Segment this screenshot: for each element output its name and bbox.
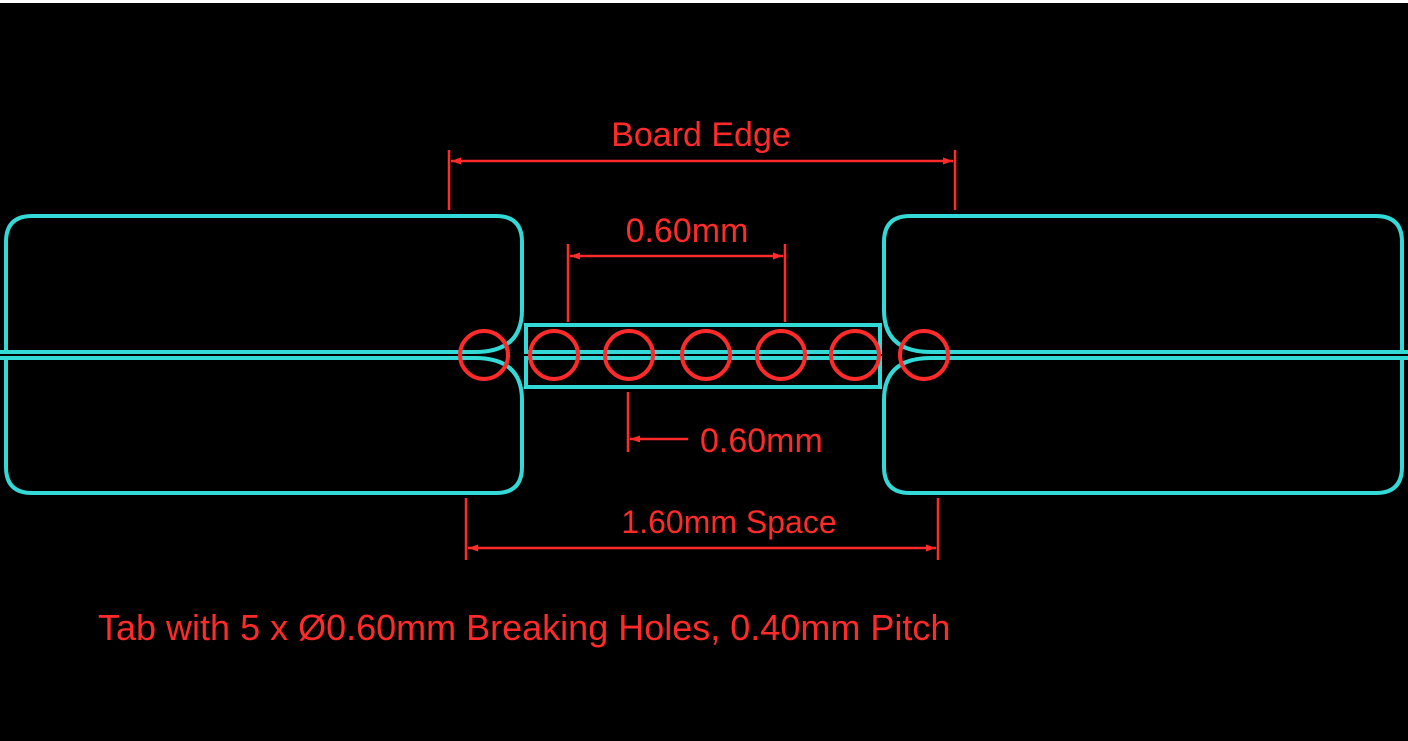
edge-hole-left [458, 329, 510, 381]
right-lower-board [882, 356, 1408, 495]
top-border [0, 0, 1408, 3]
board-outlines [0, 214, 1408, 495]
breaking-hole [755, 329, 807, 381]
board-edge-label: Board Edge [611, 116, 791, 154]
left-lower-board [0, 356, 524, 495]
edge-hole-right [898, 329, 950, 381]
breaking-hole [829, 329, 881, 381]
diagram-caption: Tab with 5 x Ø0.60mm Breaking Holes, 0.4… [98, 607, 950, 648]
hole-diameter-dimension [566, 244, 787, 322]
right-upper-board [882, 214, 1408, 354]
space-label: 1.60mm Space [621, 504, 836, 540]
tab-upper-strip [524, 323, 882, 354]
space-dimension [464, 498, 940, 560]
breaking-hole [680, 329, 732, 381]
board-edge-dimension [447, 150, 957, 210]
hole-spacing-label: 0.60mm [700, 422, 823, 460]
tab-lower-strip [524, 356, 882, 389]
hole-spacing-dimension [626, 392, 688, 452]
breaking-hole [603, 329, 655, 381]
breaking-hole [528, 329, 580, 381]
hole-diameter-label: 0.60mm [626, 212, 749, 250]
breaking-holes [458, 329, 950, 381]
left-upper-board [0, 214, 524, 354]
